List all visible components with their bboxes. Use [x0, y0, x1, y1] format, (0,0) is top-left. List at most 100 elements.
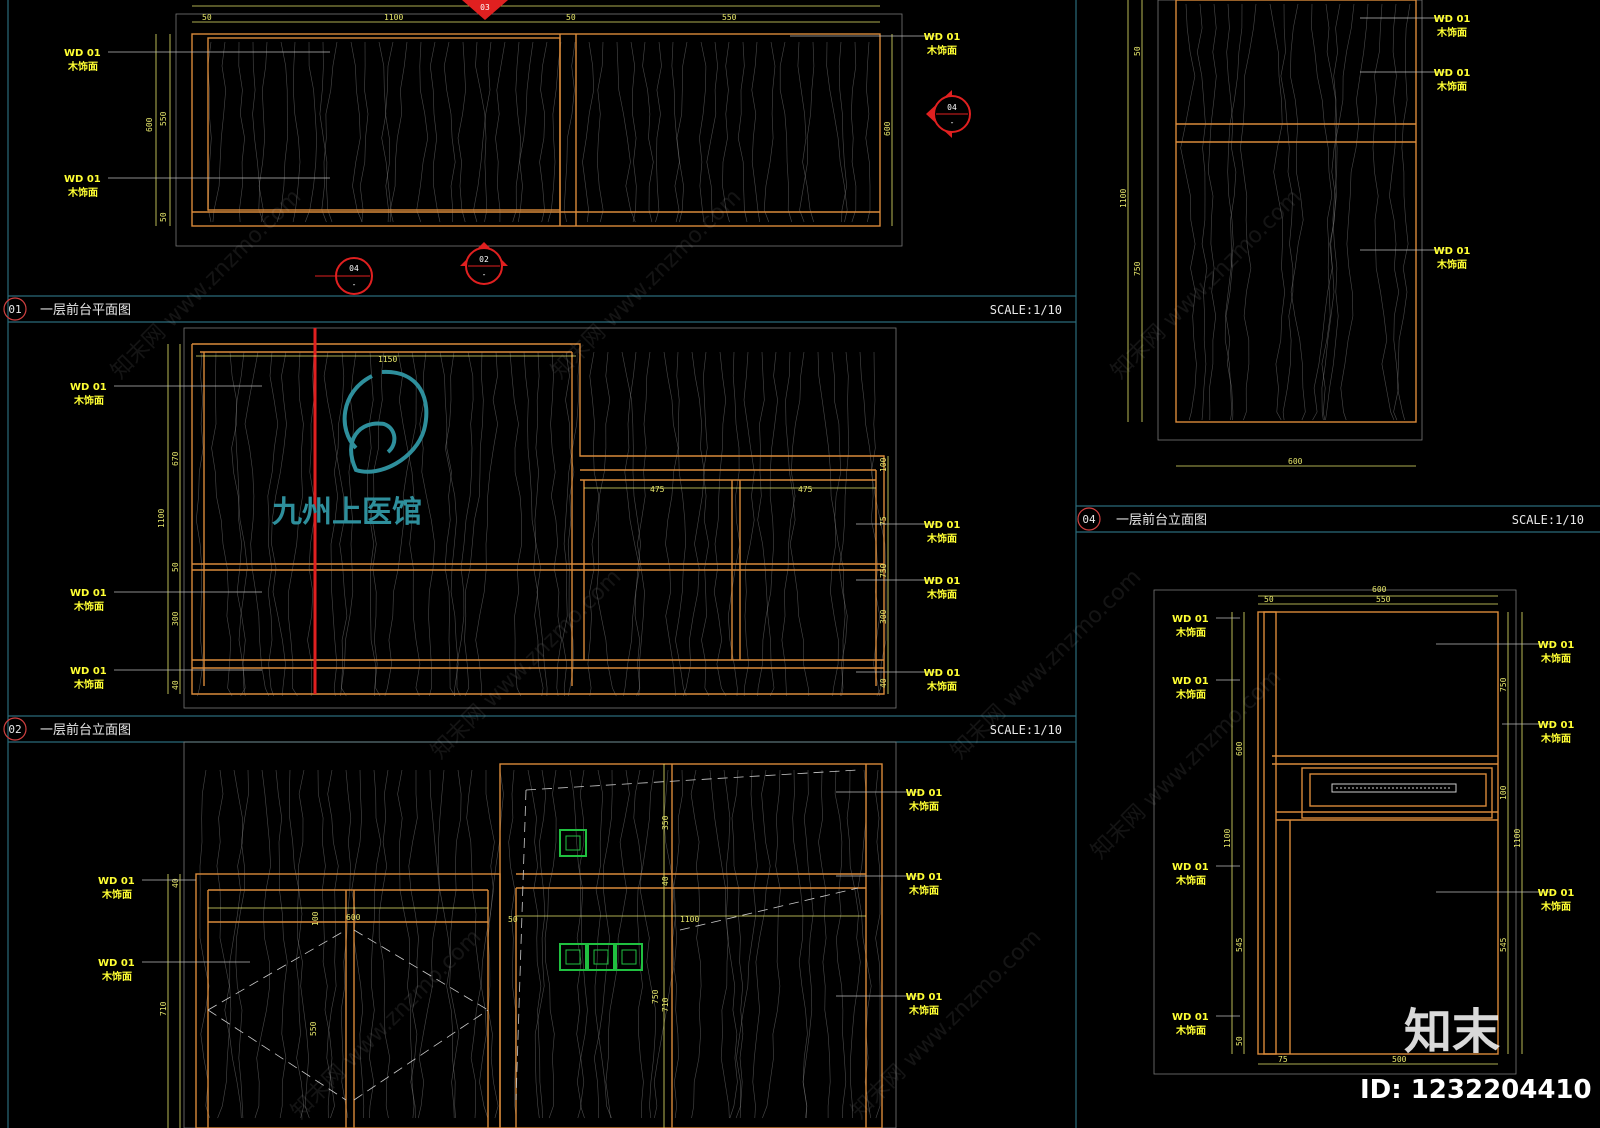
wood-grain-line — [834, 769, 847, 1119]
tag-code: WD 01 — [924, 32, 961, 43]
tag-code: WD 01 — [70, 588, 107, 599]
wood-grain-line — [340, 351, 357, 697]
watermark-5: 知末网 www.znzmo.com — [1107, 184, 1307, 384]
plan-cabinet-lines — [191, 33, 881, 227]
plan-dim-side-1: 550 — [159, 111, 168, 126]
wood-grain-line — [799, 41, 815, 223]
view-title-02: 02 一层前台立面图 SCALE:1/10 — [3, 717, 1062, 741]
lower-dim-side-0: 710 — [159, 1001, 168, 1016]
view-title-01: 01 一层前台平面图 SCALE:1/10 — [3, 297, 1062, 321]
wood-grain-line — [527, 769, 543, 1119]
wood-grain-line — [616, 41, 636, 223]
wood-grain-line — [216, 769, 230, 1119]
elev02-dim-side-0: 1100 — [157, 509, 166, 528]
view-badge-02: 02 — [8, 723, 21, 736]
tag-code: WD 01 — [1434, 68, 1471, 79]
wood-grain-line — [515, 41, 523, 223]
callout-1-bottom: - — [352, 280, 357, 289]
wood-grain-line — [1207, 3, 1217, 421]
wood-grain-line — [859, 351, 881, 697]
plan-dim-top-0: 50 — [202, 13, 212, 22]
wood-grain-line — [384, 351, 417, 697]
side-dimension-lines — [1127, 0, 1416, 467]
wood-grain-line — [630, 41, 637, 223]
wood-grain-line — [587, 351, 600, 697]
wood-grain-line — [443, 41, 456, 223]
tag-name: 木饰面 — [73, 394, 104, 407]
wood-grain-line — [1290, 3, 1306, 421]
elev04-cabinet-lines — [1257, 611, 1499, 1055]
elev04-outer-box — [1153, 589, 1517, 1075]
wood-grain-line — [565, 351, 575, 697]
plan-dimension-lines — [155, 5, 893, 226]
elev04-dim-top-1: 550 — [1376, 595, 1391, 604]
wood-grain-line — [457, 41, 466, 223]
plan-dim-top-1: 1100 — [384, 13, 403, 22]
tag-code: WD 01 — [1538, 888, 1575, 899]
wood-grain-line — [737, 41, 748, 223]
wood-grain-line — [751, 41, 760, 223]
plan-outer-box — [175, 13, 903, 247]
tag-code: WD 01 — [70, 666, 107, 677]
side-dim-left-1: 750 — [1133, 261, 1142, 276]
tag-name: 木饰面 — [908, 800, 939, 813]
plan-view: 50 1100 50 550 600 550 50 600 — [145, 5, 903, 247]
wood-grain-line — [1389, 3, 1400, 421]
wood-grain-line — [235, 351, 246, 697]
lower-dim-top-2: 40 — [661, 876, 670, 886]
wood-grain-line — [408, 770, 419, 1119]
elev02-outer-box — [183, 327, 897, 709]
view-scale-01: SCALE:1/10 — [990, 303, 1062, 317]
wood-grain-line — [429, 41, 441, 223]
lower-cabinet-lines — [195, 763, 883, 1128]
lower-elevation-view: 1100 350 40 50 710 550 40 100 600 750 71… — [159, 741, 897, 1128]
wood-grain-line — [235, 769, 249, 1119]
wood-grain-line — [1372, 3, 1395, 421]
tag-name: 木饰面 — [73, 678, 104, 691]
tag-code: WD 01 — [1172, 614, 1209, 625]
wood-grain-line — [682, 351, 705, 697]
elev04-dim-bottom-0: 75 — [1278, 1055, 1288, 1064]
wood-grain-line — [1397, 3, 1411, 421]
tag-name: 木饰面 — [67, 60, 98, 73]
view-title-text-02: 一层前台立面图 — [40, 722, 131, 738]
tag-code: WD 01 — [924, 520, 961, 531]
tag-name: 木饰面 — [67, 186, 98, 199]
wood-grain-line — [351, 769, 365, 1119]
logo-mark — [342, 369, 429, 474]
callout-3-bottom: - — [950, 118, 955, 127]
elev02-dim-right-0: 100 — [879, 457, 888, 472]
side-dim-bottom-0: 600 — [1288, 457, 1303, 466]
tag-code: WD 01 — [98, 876, 135, 887]
tag-code: WD 01 — [924, 668, 961, 679]
wood-grain-line — [292, 41, 301, 223]
wood-grain-line — [605, 769, 630, 1119]
wood-grain-line — [275, 769, 288, 1119]
lower-dim-top-0: 1100 — [680, 915, 699, 924]
wood-grain-line — [534, 769, 547, 1119]
elev02-dim-right-3: 300 — [879, 609, 888, 624]
tag-name: 木饰面 — [1175, 688, 1206, 701]
wood-grain-line — [671, 41, 680, 223]
tag-name: 木饰面 — [926, 680, 957, 693]
wood-grain-line — [596, 41, 604, 223]
wood-grain-line — [857, 769, 872, 1119]
wood-grain-line — [727, 351, 741, 697]
wood-grain-line — [550, 351, 562, 697]
tag-code: WD 01 — [1538, 640, 1575, 651]
wood-grain-line — [690, 769, 702, 1119]
wood-grain-line — [350, 41, 363, 223]
wood-grain-line — [212, 41, 227, 223]
wood-grain-line — [731, 769, 744, 1119]
wood-grain-line — [655, 41, 662, 223]
view-badge-04: 04 — [1082, 513, 1096, 526]
wood-grain-line — [757, 351, 778, 697]
